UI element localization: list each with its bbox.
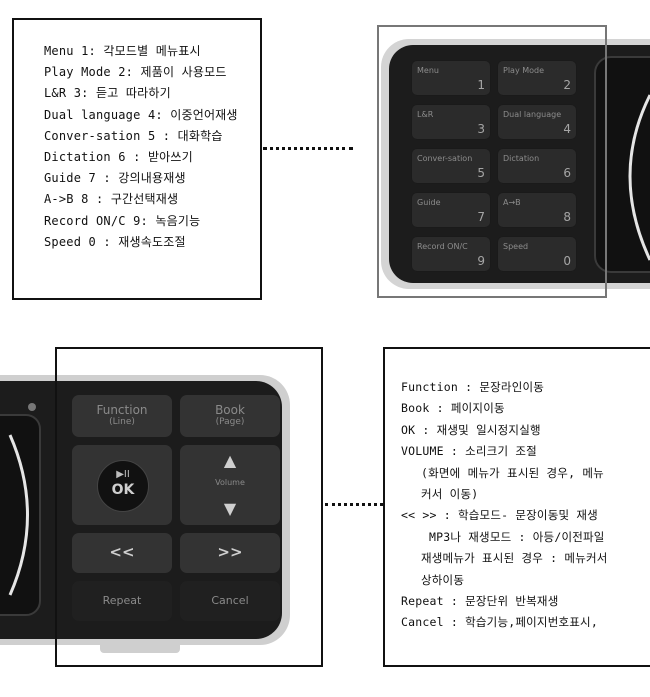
key-conversation-label: Conver-sation [417, 154, 473, 163]
legend-line: Function : 문장라인이동 [401, 380, 545, 394]
next-button[interactable]: >> [180, 533, 280, 573]
legend-line: Play Mode 2: 제품이 사용모드 [44, 65, 227, 80]
key-guide-number: 7 [477, 210, 485, 224]
key-dictation[interactable]: Dictation 6 [497, 148, 577, 184]
volume-up-icon: ▲ [223, 451, 237, 470]
repeat-button-label: Repeat [102, 594, 142, 607]
key-ab-number: 8 [563, 210, 571, 224]
rewind-icon: << [109, 543, 135, 561]
legend-line: 상하이동 [421, 572, 465, 587]
legend-line: Speed 0 : 재생속도조절 [44, 234, 186, 249]
top-legend-box: Menu 1: 각모드별 메뉴표시 Play Mode 2: 제품이 사용모드 … [12, 18, 262, 300]
function-button[interactable]: Function (Line) [72, 395, 172, 437]
top-leader-line [263, 147, 353, 150]
key-speed[interactable]: Speed 0 [497, 236, 577, 272]
ok-button[interactable]: ▶II OK [72, 445, 172, 525]
legend-line: VOLUME : 소리크기 조절 [401, 444, 537, 459]
legend-line: Record ON/C 9: 녹음기능 [44, 213, 201, 228]
volume-label: Volume [215, 478, 245, 487]
key-guide[interactable]: Guide 7 [411, 192, 491, 228]
ok-button-circle: ▶II OK [97, 460, 149, 512]
key-record-label: Record ON/C [417, 242, 468, 251]
key-speed-label: Speed [503, 242, 529, 251]
volume-down-icon: ▼ [223, 499, 237, 518]
legend-line: 재생메뉴가 표시된 경우 : 메뉴커서 [421, 551, 608, 566]
book-button-label: Book [215, 403, 245, 417]
key-record-number: 9 [477, 254, 485, 268]
book-button-sublabel: (Page) [215, 417, 245, 427]
volume-rocker[interactable]: ▲ Volume ▼ [180, 445, 280, 525]
fast-forward-icon: >> [217, 543, 243, 561]
key-play-mode[interactable]: Play Mode 2 [497, 60, 577, 96]
legend-line: A->B 8 : 구간선택재생 [44, 192, 179, 207]
function-button-sublabel: (Line) [109, 417, 135, 427]
legend-line: L&R 3: 듣고 따라하기 [44, 86, 171, 101]
key-dictation-number: 6 [563, 166, 571, 180]
repeat-button[interactable]: Repeat [72, 581, 172, 621]
legend-line: 커서 이동) [421, 486, 479, 501]
key-menu-label: Menu [417, 66, 439, 75]
legend-line: Dual language 4: 이중언어재생 [44, 107, 238, 122]
bottom-leader-line [325, 503, 383, 506]
key-guide-label: Guide [417, 198, 441, 207]
legend-line: Book : 페이지이동 [401, 401, 505, 416]
ok-button-label: OK [111, 482, 135, 498]
key-dual-language-label: Dual language [503, 110, 562, 119]
top-device-photo: Menu 1 Play Mode 2 L&R 3 Dual language 4… [375, 25, 650, 300]
legend-line: Cancel : 학습기능,페이지번호표시, [401, 615, 598, 630]
key-dual-language-number: 4 [563, 122, 571, 136]
key-dual-language[interactable]: Dual language 4 [497, 104, 577, 140]
function-button-label: Function [96, 403, 148, 417]
legend-line: MP3나 재생모드 : 아등/이전파일 [429, 529, 605, 544]
legend-line: (화면에 메뉴가 표시된 경우, 메뉴 [421, 465, 604, 480]
top-highlight-frame [377, 25, 607, 298]
key-record[interactable]: Record ON/C 9 [411, 236, 491, 272]
cancel-button[interactable]: Cancel [180, 581, 280, 621]
key-menu[interactable]: Menu 1 [411, 60, 491, 96]
legend-line: Repeat : 문장단위 반복재생 [401, 593, 559, 608]
bottom-device-photo: Function (Line) Book (Page) ▶II OK ▲ Vol… [0, 345, 325, 670]
bottom-highlight-frame [55, 347, 323, 667]
book-button[interactable]: Book (Page) [180, 395, 280, 437]
key-dictation-label: Dictation [503, 154, 540, 163]
legend-line: Conver-sation 5 : 대화학습 [44, 128, 223, 143]
legend-line: Guide 7 : 강의내용재생 [44, 171, 186, 186]
legend-line: << >> : 학습모드- 문장이동및 재생 [401, 508, 598, 523]
key-lr-number: 3 [477, 122, 485, 136]
key-speed-number: 0 [563, 254, 571, 268]
key-play-mode-number: 2 [563, 78, 571, 92]
key-menu-number: 1 [477, 78, 485, 92]
legend-line: Menu 1: 각모드별 메뉴표시 [44, 44, 201, 58]
key-lr[interactable]: L&R 3 [411, 104, 491, 140]
play-pause-icon: ▶II [116, 469, 130, 480]
legend-line: Dictation 6 : 받아쓰기 [44, 149, 193, 164]
key-lr-label: L&R [417, 110, 434, 119]
legend-line: OK : 재생및 일시정지실행 [401, 422, 541, 437]
key-ab-label: A→B [503, 198, 521, 207]
bottom-legend-box: Function : 문장라인이동 Book : 페이지이동 OK : 재생및 … [383, 347, 650, 667]
prev-button[interactable]: << [72, 533, 172, 573]
cancel-button-label: Cancel [211, 594, 249, 607]
key-play-mode-label: Play Mode [503, 66, 545, 75]
key-ab[interactable]: A→B 8 [497, 192, 577, 228]
key-conversation[interactable]: Conver-sation 5 [411, 148, 491, 184]
key-conversation-number: 5 [477, 166, 485, 180]
